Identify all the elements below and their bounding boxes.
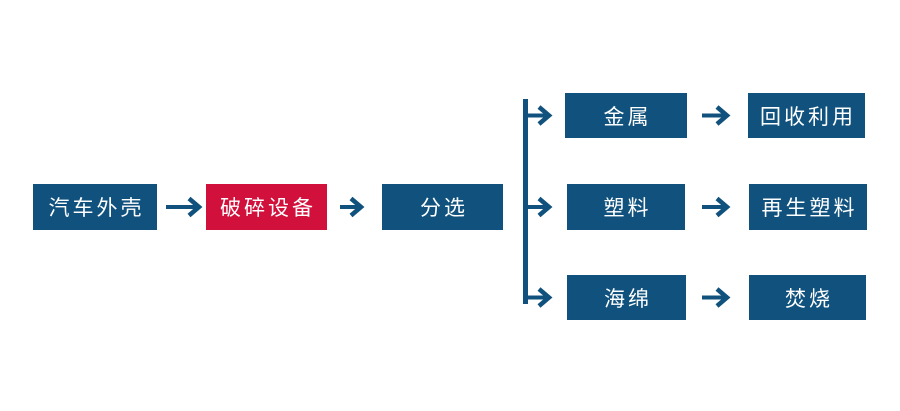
arrow-crusher-to-sorting bbox=[340, 196, 365, 218]
node-plastic: 塑料 bbox=[567, 184, 685, 230]
arrow-trunk-to-plastic bbox=[526, 196, 553, 218]
arrow-car-shell-to-crusher bbox=[166, 196, 203, 218]
arrow-plastic-to-recycled-plastic bbox=[702, 196, 731, 218]
node-sponge: 海绵 bbox=[567, 275, 686, 320]
arrow-sponge-to-incineration bbox=[702, 287, 731, 308]
node-sorting: 分选 bbox=[382, 184, 503, 230]
node-crusher-highlighted: 破碎设备 bbox=[206, 184, 327, 230]
node-recycled-plastic: 再生塑料 bbox=[749, 184, 867, 230]
node-metal: 金属 bbox=[565, 93, 687, 138]
arrow-trunk-to-metal bbox=[526, 105, 553, 126]
arrow-metal-to-recycle bbox=[702, 105, 731, 126]
node-recycle: 回收利用 bbox=[748, 93, 865, 138]
node-incineration: 焚烧 bbox=[749, 275, 866, 320]
node-car-shell: 汽车外壳 bbox=[33, 184, 157, 230]
arrow-trunk-to-sponge bbox=[526, 287, 553, 308]
